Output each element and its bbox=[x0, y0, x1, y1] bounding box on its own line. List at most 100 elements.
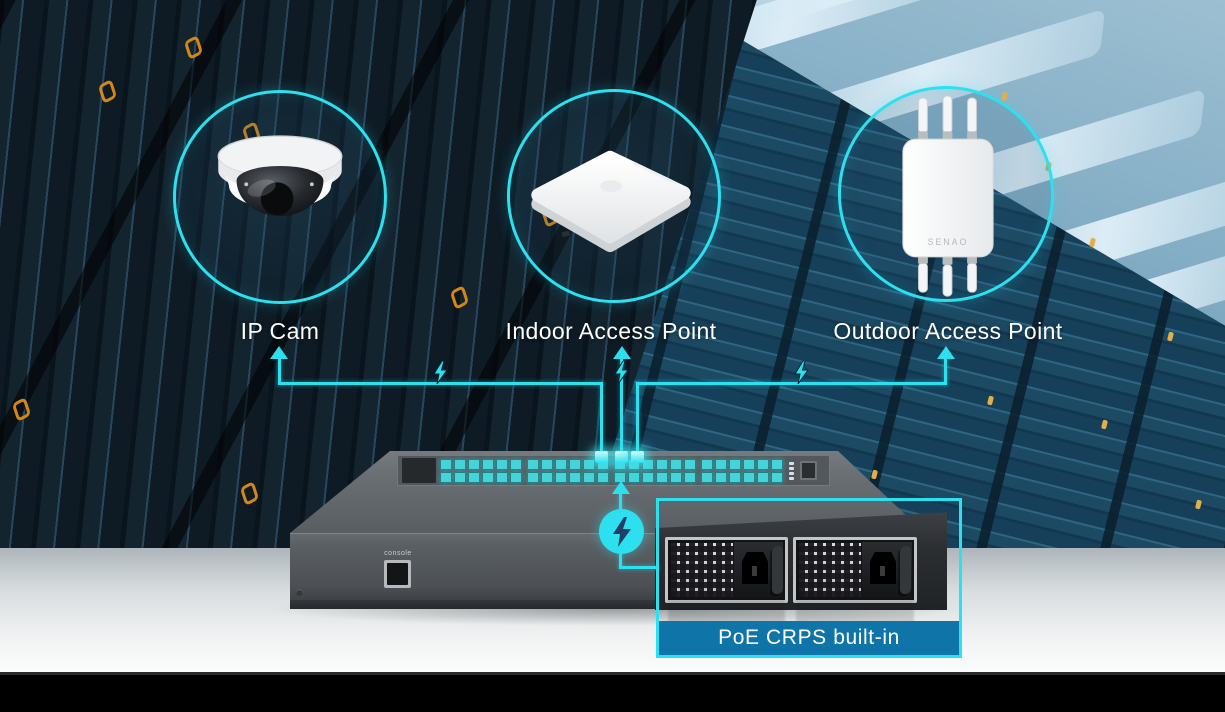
psu-power-inlet bbox=[870, 552, 896, 584]
rj45-port bbox=[771, 458, 783, 470]
psu-power-inlet bbox=[742, 552, 768, 584]
rj45-plug bbox=[595, 451, 608, 463]
rj45-port bbox=[729, 471, 741, 483]
rj45-port bbox=[701, 458, 713, 470]
port-groups bbox=[440, 458, 783, 483]
rj45-port bbox=[510, 471, 522, 483]
rj45-port bbox=[628, 471, 640, 483]
switch-port-strip bbox=[397, 455, 830, 486]
poe-cable-right bbox=[636, 382, 947, 385]
outdoor-ap-image: SENAO bbox=[902, 96, 994, 297]
port-group bbox=[701, 458, 783, 483]
rj45-port bbox=[757, 471, 769, 483]
status-leds bbox=[787, 459, 796, 483]
rj45-port bbox=[642, 471, 654, 483]
label-ip-cam: IP Cam bbox=[240, 318, 320, 344]
rj45-port bbox=[482, 471, 494, 483]
rj45-port bbox=[743, 471, 755, 483]
rj45-port bbox=[628, 458, 640, 470]
power-bolt-icon bbox=[433, 361, 448, 384]
management-port bbox=[800, 461, 817, 480]
rj45-port bbox=[583, 458, 595, 470]
power-bolt-icon bbox=[794, 361, 809, 384]
chassis-screw bbox=[296, 589, 303, 596]
rj45-plug bbox=[615, 451, 628, 463]
callout-box: PoE CRPS built-in bbox=[656, 498, 962, 658]
rj45-port bbox=[670, 458, 682, 470]
power-bolt-icon bbox=[614, 361, 629, 384]
rj45-port bbox=[454, 471, 466, 483]
rj45-port bbox=[541, 458, 553, 470]
console-label: console bbox=[384, 550, 412, 557]
label-indoor-ap: Indoor Access Point bbox=[505, 318, 717, 344]
rj45-port bbox=[743, 458, 755, 470]
rj45-port bbox=[701, 471, 713, 483]
rj45-port bbox=[440, 458, 452, 470]
console-port bbox=[384, 560, 411, 588]
power-bolt-icon bbox=[612, 516, 631, 547]
rj45-port bbox=[482, 458, 494, 470]
rj45-port bbox=[440, 471, 452, 483]
power-bolt-badge bbox=[599, 509, 644, 554]
psu-module bbox=[665, 537, 788, 603]
rj45-port bbox=[729, 458, 741, 470]
power-feed-line bbox=[619, 492, 622, 510]
poe-cable-left bbox=[278, 382, 603, 385]
outdoor-ap-brand-text: SENAO bbox=[928, 237, 969, 247]
psu-module bbox=[793, 537, 917, 603]
switch-base bbox=[290, 600, 925, 609]
rj45-port bbox=[642, 458, 654, 470]
poe-cable-middle bbox=[620, 358, 623, 454]
label-outdoor-ap: Outdoor Access Point bbox=[833, 318, 1063, 344]
rj45-port bbox=[583, 471, 595, 483]
rj45-port bbox=[555, 458, 567, 470]
rj45-port bbox=[496, 471, 508, 483]
rj45-port bbox=[468, 471, 480, 483]
rj45-port bbox=[757, 458, 769, 470]
indoor-ap-image bbox=[531, 150, 691, 253]
rj45-port bbox=[771, 471, 783, 483]
callout-bar: PoE CRPS built-in bbox=[659, 621, 959, 655]
port-group bbox=[440, 458, 522, 483]
rj45-port bbox=[656, 458, 668, 470]
psu-grille bbox=[799, 543, 861, 597]
power-feed-line bbox=[619, 552, 622, 569]
rj45-port bbox=[541, 471, 553, 483]
rj45-port bbox=[597, 471, 609, 483]
arrow-up-icon bbox=[937, 346, 955, 359]
rj45-port bbox=[468, 458, 480, 470]
rj45-port bbox=[715, 458, 727, 470]
rj45-port bbox=[656, 471, 668, 483]
rj45-port bbox=[527, 471, 539, 483]
rj45-port bbox=[684, 458, 696, 470]
rj45-port bbox=[614, 458, 626, 470]
rj45-port bbox=[496, 458, 508, 470]
rj45-port bbox=[715, 471, 727, 483]
poe-cable-right bbox=[636, 382, 639, 454]
rj45-port bbox=[684, 471, 696, 483]
poe-cable-left bbox=[278, 358, 281, 385]
rj45-port bbox=[569, 458, 581, 470]
port-group bbox=[527, 458, 609, 483]
dome-camera-image bbox=[217, 135, 343, 217]
rj45-port bbox=[569, 471, 581, 483]
port-group bbox=[614, 458, 696, 483]
rj45-port bbox=[555, 471, 567, 483]
poe-cable-left bbox=[600, 382, 603, 454]
rj45-port bbox=[454, 458, 466, 470]
callout-label: PoE CRPS built-in bbox=[718, 626, 900, 649]
rj45-port bbox=[510, 458, 522, 470]
arrow-up-icon bbox=[613, 346, 631, 359]
rj45-port bbox=[614, 471, 626, 483]
rj45-port bbox=[670, 471, 682, 483]
poe-cable-right bbox=[944, 358, 947, 385]
sfp-cage bbox=[402, 458, 436, 483]
rj45-plug bbox=[631, 451, 644, 463]
rj45-port bbox=[597, 458, 609, 470]
rj45-port bbox=[527, 458, 539, 470]
psu-grille bbox=[671, 543, 733, 597]
power-feed-line bbox=[619, 566, 659, 569]
arrow-up-icon bbox=[270, 346, 288, 359]
arrow-up-icon bbox=[612, 481, 630, 494]
